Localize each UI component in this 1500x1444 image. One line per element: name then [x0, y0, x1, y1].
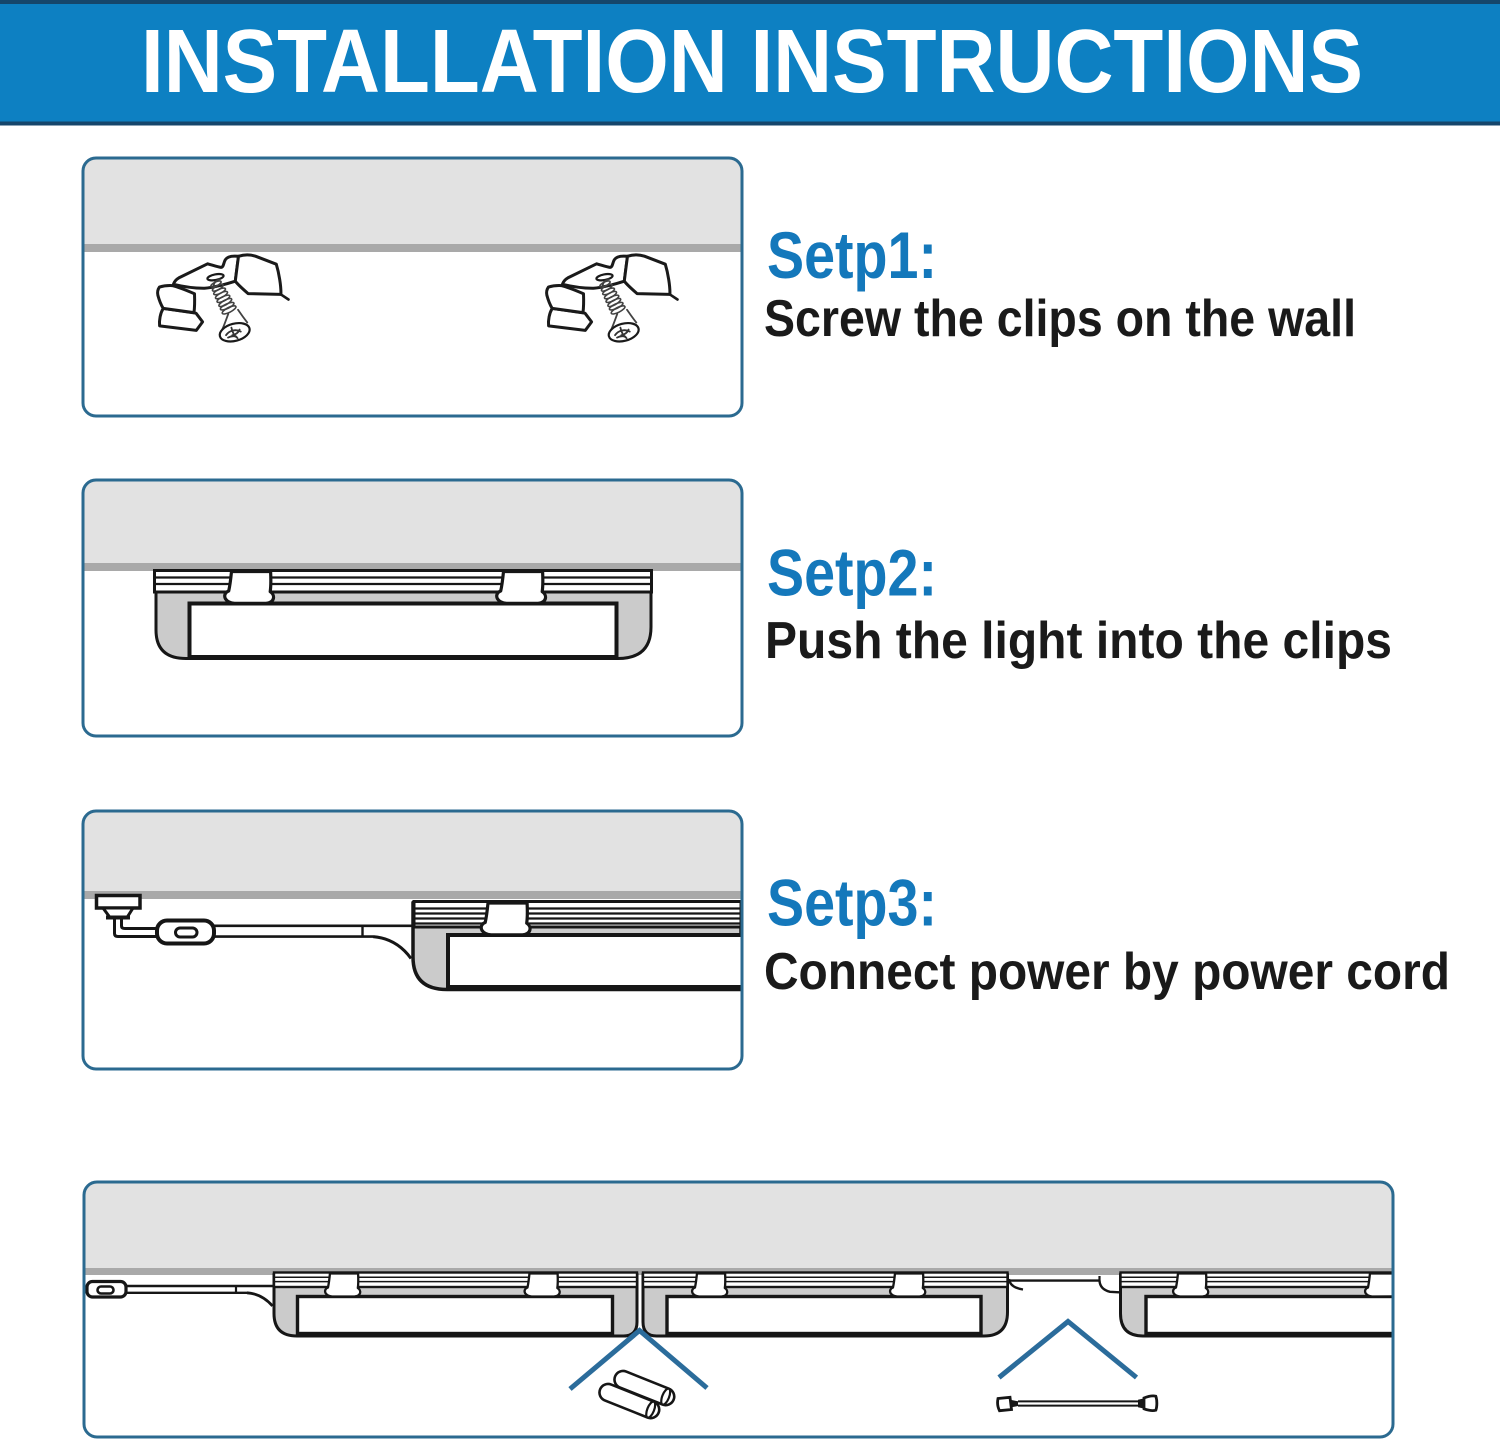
- svg-text:Setp1:: Setp1:: [767, 218, 937, 292]
- svg-text:Screw the clips on the wall: Screw the clips on the wall: [764, 290, 1356, 348]
- svg-text:Setp3:: Setp3:: [767, 866, 937, 940]
- svg-text:Connect power by power cord: Connect power by power cord: [764, 943, 1450, 1001]
- svg-text:INSTALLATION INSTRUCTIONS: INSTALLATION INSTRUCTIONS: [141, 12, 1363, 112]
- svg-text:Setp2:: Setp2:: [767, 536, 937, 610]
- svg-text:Push the light into the clips: Push the light into the clips: [765, 612, 1392, 670]
